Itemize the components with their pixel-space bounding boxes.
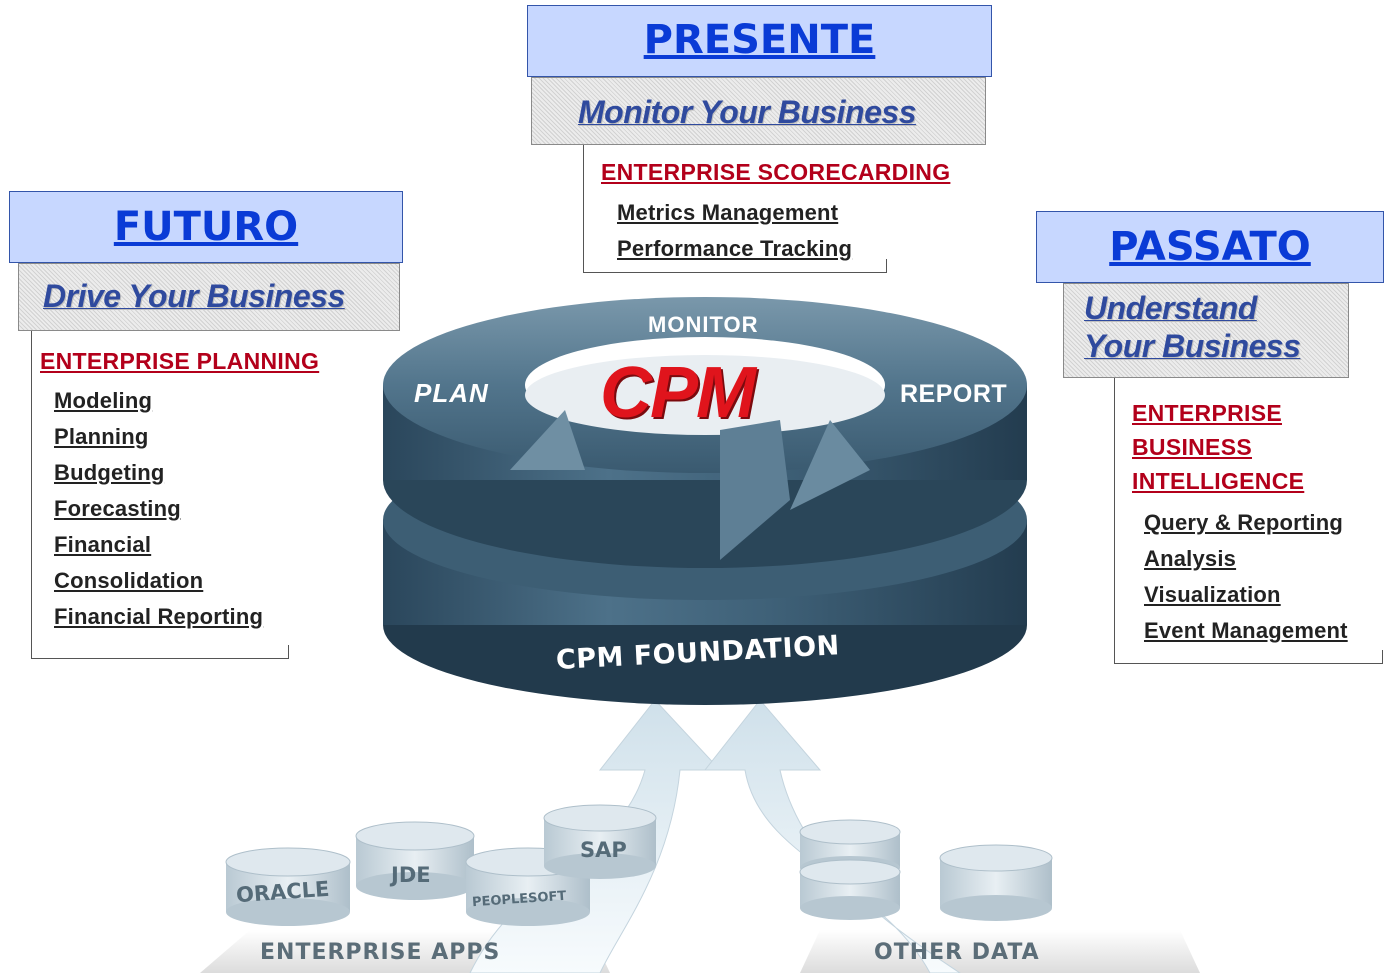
other-data-floor <box>800 930 1200 973</box>
passato-heading-line3: INTELLIGENCE <box>1132 468 1305 494</box>
presente-item-performance-tracking: Performance Tracking <box>617 236 853 261</box>
futuro-item-financial-reporting: Financial Reporting <box>54 604 264 629</box>
passato-subtitle-line2: Your Business <box>1084 328 1301 364</box>
wheel-center-cpm: CPM <box>600 353 756 433</box>
presente-subtitle-box: Monitor Your Business <box>531 77 986 145</box>
oracle-cylinder <box>225 847 351 926</box>
passato-title-box: PASSATO <box>1036 211 1384 283</box>
presente-heading: ENTERPRISE SCORECARDING <box>601 159 951 185</box>
passato-heading-line1: ENTERPRISE <box>1132 400 1282 426</box>
label-enterprise-apps: ENTERPRISE APPS <box>260 940 501 965</box>
other-data-cylinder-3 <box>939 844 1053 921</box>
wheel-label-monitor: MONITOR <box>648 312 759 337</box>
source-label-sap: SAP <box>580 838 627 862</box>
futuro-subtitle: Drive Your Business <box>43 278 345 314</box>
presente-title-link[interactable]: PRESENTE <box>643 17 876 63</box>
futuro-item-budgeting: Budgeting <box>54 460 165 485</box>
presente-bracket <box>583 145 887 273</box>
sap-cylinder <box>543 804 657 879</box>
wheel-label-report: REPORT <box>900 380 1008 408</box>
passato-item-query-reporting: Query & Reporting <box>1144 510 1343 535</box>
passato-bracket <box>1114 378 1383 664</box>
futuro-item-consolidation: Consolidation <box>54 568 204 593</box>
passato-item-visualization: Visualization <box>1144 582 1281 607</box>
passato-item-analysis: Analysis <box>1144 546 1237 571</box>
passato-subtitle-line1: Understand <box>1084 290 1257 326</box>
presente-item-metrics-management: Metrics Management <box>617 200 839 225</box>
futuro-subtitle-box: Drive Your Business <box>18 263 400 331</box>
futuro-title-box: FUTURO <box>9 191 403 263</box>
futuro-item-financial: Financial <box>54 532 152 557</box>
label-other-data: OTHER DATA <box>874 940 1040 965</box>
wheel-label-plan: PLAN <box>414 378 489 408</box>
source-label-jde: JDE <box>391 863 431 887</box>
other-data-cylinder-2 <box>799 859 901 920</box>
jde-cylinder <box>355 821 475 900</box>
passato-title-link[interactable]: PASSATO <box>1109 224 1311 270</box>
futuro-title-link[interactable]: FUTURO <box>113 204 299 250</box>
futuro-item-modeling: Modeling <box>54 388 153 413</box>
futuro-item-forecasting: Forecasting <box>54 496 181 521</box>
passato-item-event-management: Event Management <box>1144 618 1348 643</box>
futuro-bracket <box>31 331 289 659</box>
presente-title-box: PRESENTE <box>527 5 992 77</box>
passato-heading-line2: BUSINESS <box>1132 434 1252 460</box>
futuro-heading: ENTERPRISE PLANNING <box>40 348 320 374</box>
futuro-item-planning: Planning <box>54 424 149 449</box>
presente-subtitle: Monitor Your Business <box>578 94 916 130</box>
passato-subtitle-box: Understand Your Business <box>1063 283 1349 378</box>
